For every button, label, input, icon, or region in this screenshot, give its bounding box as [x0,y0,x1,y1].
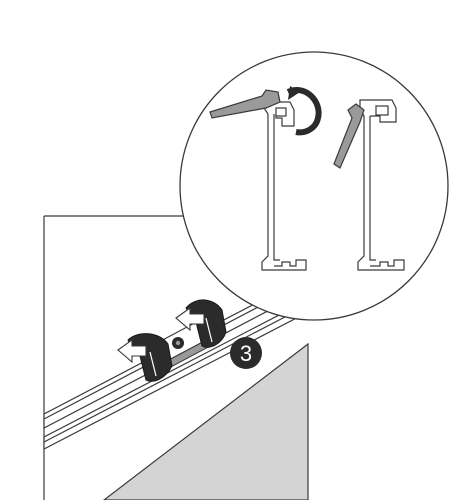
lever-tool-angled [333,103,365,169]
detail-after [333,99,405,271]
clip-assembly [117,299,227,382]
detail-before [209,86,322,271]
step-number: 3 [240,341,252,366]
step-number-badge: 3 [230,337,262,369]
push-arrow-icon [117,306,205,364]
rotate-clockwise-arrow-icon [286,87,322,136]
detail-magnifier-circle [179,51,449,321]
lever-tool [209,89,281,119]
panel-frame [43,215,197,500]
floor-shadow [103,342,309,500]
